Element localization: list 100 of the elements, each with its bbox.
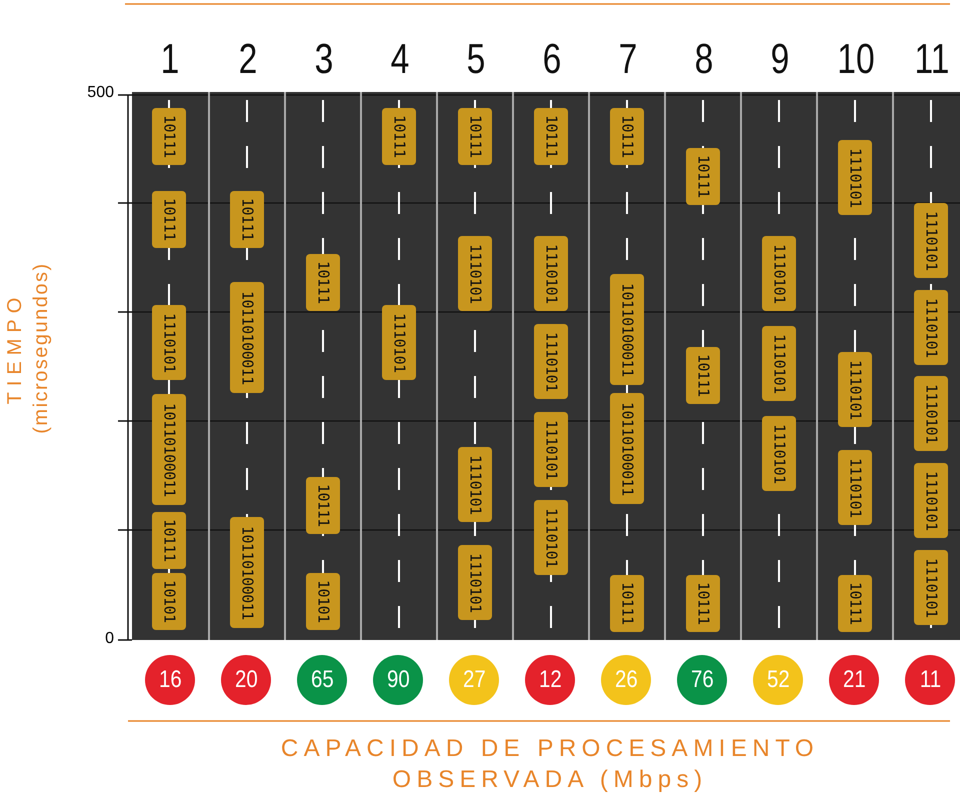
lane-number: 4	[390, 34, 410, 84]
packet-bits: 10111	[316, 261, 330, 304]
data-packet	[152, 573, 186, 630]
throughput-value: 76	[690, 666, 714, 694]
axis-unit: (microsegundos)	[29, 261, 53, 436]
packet-bits: 10110100011	[162, 402, 176, 496]
data-packet	[230, 517, 264, 628]
packet-bits: 10111	[392, 115, 406, 158]
packet-bits: 10111	[316, 484, 330, 527]
throughput-value: 27	[462, 666, 486, 694]
packet-bits: 1110101	[848, 148, 862, 208]
packet-bits: 10110100011	[240, 526, 254, 620]
packet-bits: 1110101	[772, 334, 786, 394]
packet-bits: 10101	[316, 580, 330, 623]
lane-number: 8	[694, 34, 714, 84]
data-packet	[458, 545, 492, 620]
packet-bits: 10110100011	[240, 290, 254, 384]
data-packet	[306, 254, 340, 311]
data-packet	[230, 282, 264, 393]
throughput-circle	[221, 655, 271, 705]
axis-title: CAPACIDAD DE PROCESAMIENTO OBSERVADA (Mbps)	[280, 734, 820, 795]
data-packet	[152, 305, 186, 380]
packet-bits: 1110101	[772, 244, 786, 304]
packet-bits: 1110101	[392, 312, 406, 372]
axis-title: TIEMPO	[3, 290, 27, 406]
data-packet	[914, 550, 948, 625]
lane-number: 3	[314, 34, 334, 84]
data-packet	[762, 236, 796, 311]
packet-bits: 10111	[620, 115, 634, 158]
throughput-circle	[449, 655, 499, 705]
lane-number: 2	[238, 34, 258, 84]
packet-bits: 1110101	[924, 384, 938, 444]
packet-bits: 1110101	[544, 244, 558, 304]
data-packet	[914, 203, 948, 278]
packet-bits: 10111	[468, 115, 482, 158]
data-packet	[534, 324, 568, 399]
packet-bits: 10111	[696, 354, 710, 397]
throughput-circle	[829, 655, 879, 705]
throughput-value: 21	[842, 666, 866, 694]
throughput-value: 65	[310, 666, 334, 694]
data-packet	[458, 447, 492, 522]
throughput-circle	[905, 655, 955, 705]
packet-bits: 10111	[620, 582, 634, 625]
packet-bits: 10111	[696, 155, 710, 198]
data-packet	[610, 274, 644, 385]
data-packet	[686, 575, 720, 632]
data-packet	[838, 140, 872, 215]
packet-bits: 10111	[848, 582, 862, 625]
data-packet	[686, 347, 720, 404]
packet-bits: 1110101	[772, 424, 786, 484]
data-packet	[610, 575, 644, 632]
throughput-value: 20	[234, 666, 258, 694]
data-packet	[610, 393, 644, 504]
data-packet	[306, 573, 340, 630]
data-packet	[152, 512, 186, 569]
data-packet	[762, 326, 796, 401]
data-packet	[458, 108, 492, 165]
data-packet	[152, 108, 186, 165]
data-packet	[534, 236, 568, 311]
packet-bits: 10101	[162, 580, 176, 623]
packet-bits: 1110101	[468, 454, 482, 514]
throughput-value: 16	[158, 666, 182, 694]
lane-number: 6	[542, 34, 562, 84]
packet-bits: 1110101	[544, 420, 558, 480]
packet-bits: 1110101	[468, 552, 482, 612]
packet-bits: 10111	[162, 198, 176, 241]
lane-number: 9	[770, 34, 790, 84]
throughput-value: 12	[538, 666, 562, 694]
data-packet	[152, 191, 186, 248]
data-packet	[230, 191, 264, 248]
data-packet	[382, 108, 416, 165]
lane-number: 5	[466, 34, 486, 84]
throughput-circle	[753, 655, 803, 705]
data-packet	[838, 352, 872, 427]
lane-number: 1	[160, 34, 180, 84]
data-packet	[534, 500, 568, 575]
packet-bits: 1110101	[544, 332, 558, 392]
data-packet	[610, 108, 644, 165]
packet-bits: 1110101	[924, 210, 938, 270]
packet-bits: 1110101	[162, 312, 176, 372]
packet-bits: 10111	[240, 198, 254, 241]
throughput-circle	[677, 655, 727, 705]
throughput-circle	[525, 655, 575, 705]
packet-bits: 10111	[162, 519, 176, 562]
throughput-circle	[145, 655, 195, 705]
packet-bits: 10111	[544, 115, 558, 158]
packet-bits: 1110101	[468, 244, 482, 304]
data-packet	[838, 450, 872, 525]
packet-bits: 1110101	[924, 298, 938, 358]
packet-bits: 10110100011	[620, 282, 634, 376]
packet-bits: 1110101	[544, 508, 558, 568]
data-packet	[914, 290, 948, 365]
axis-tick-label: 500	[86, 84, 114, 102]
throughput-circle	[373, 655, 423, 705]
lane-number: 11	[914, 34, 950, 84]
packet-bits: 1110101	[924, 470, 938, 530]
data-packet	[306, 477, 340, 534]
throughput-value: 52	[766, 666, 790, 694]
throughput-value: 90	[386, 666, 410, 694]
packet-bits: 1110101	[924, 558, 938, 618]
